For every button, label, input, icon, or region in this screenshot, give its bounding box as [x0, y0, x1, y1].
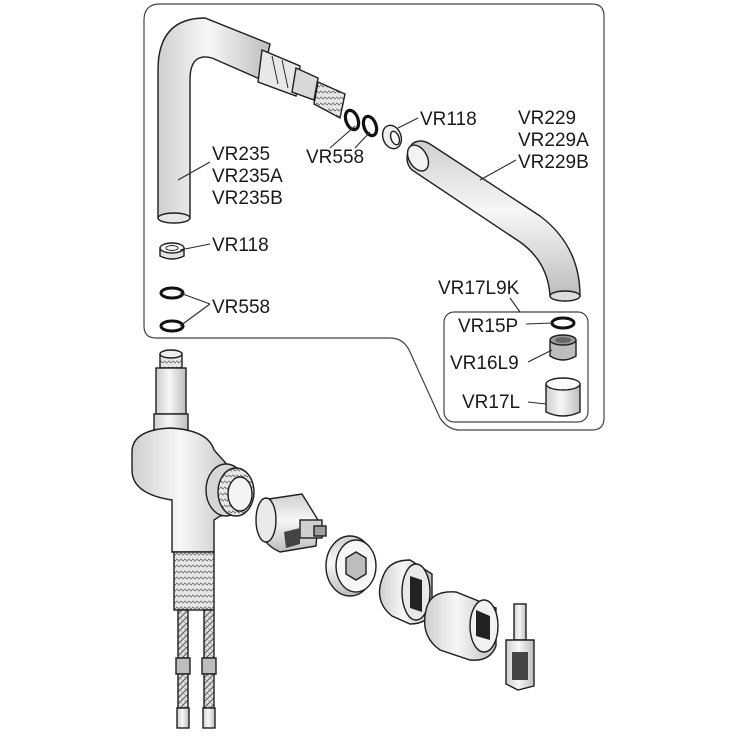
aerator-insert	[549, 334, 577, 361]
label-vr235: VR235	[212, 144, 270, 165]
label-vr235a: VR235A	[212, 166, 283, 187]
label-vr558-left: VR558	[212, 297, 270, 318]
hex-nut	[325, 535, 377, 597]
label-vr15p: VR15P	[458, 316, 518, 337]
aerator-housing	[545, 377, 581, 417]
label-vr17l9k: VR17L9K	[438, 278, 520, 299]
supply-hoses	[175, 609, 217, 729]
orings-top	[343, 108, 379, 138]
label-vr229a: VR229A	[518, 130, 589, 151]
aerator-ring	[550, 316, 576, 330]
handle-sleeve	[378, 559, 433, 625]
label-vr16l9: VR16L9	[450, 353, 519, 374]
label-vr17l: VR17L	[462, 392, 520, 413]
faucet-body	[131, 427, 255, 611]
label-vr118-top: VR118	[420, 109, 477, 130]
kit-boundary	[143, 3, 605, 431]
leader-lines	[177, 117, 553, 405]
washer-top	[381, 124, 403, 150]
handle-cap	[423, 591, 499, 661]
washer-left	[159, 242, 185, 260]
tall-spout	[157, 17, 346, 224]
lever	[505, 603, 535, 691]
label-vr229b: VR229B	[518, 152, 589, 173]
aerator-kit-boundary	[443, 311, 589, 423]
label-vr229: VR229	[518, 108, 576, 129]
short-spout	[406, 140, 581, 302]
label-vr235b: VR235B	[212, 188, 283, 209]
body-stem	[153, 349, 189, 435]
orings-left	[159, 286, 185, 333]
label-vr558-top: VR558	[306, 147, 364, 168]
labels: VR235 VR235A VR235B VR118 VR558 VR558 VR…	[212, 108, 589, 413]
cartridge	[255, 493, 327, 553]
label-vr118-left: VR118	[212, 235, 269, 256]
